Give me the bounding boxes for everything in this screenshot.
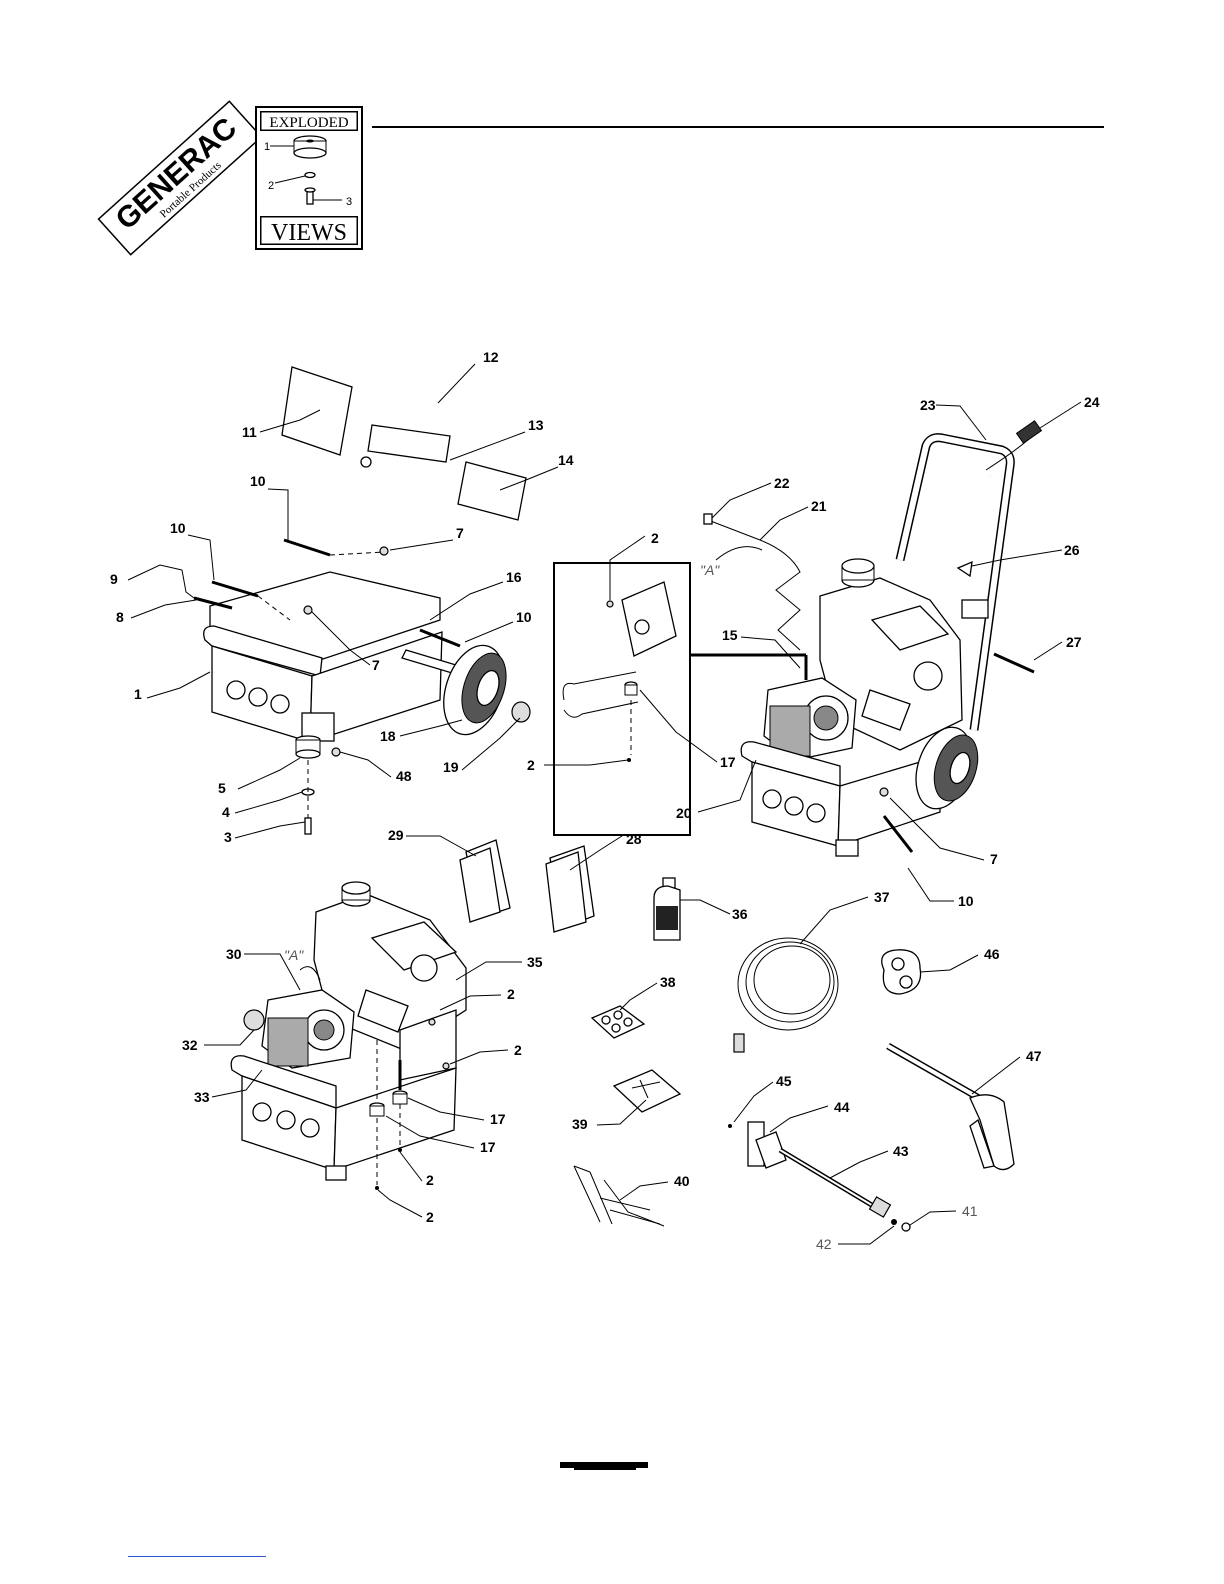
callout-38: 38 xyxy=(660,974,676,990)
badge-callout-1: 1 xyxy=(264,141,270,153)
badge-callout-2: 2 xyxy=(268,180,274,192)
callout-A-bottom: "A" xyxy=(284,947,304,963)
callout-17: 17 xyxy=(480,1139,496,1155)
callout-24: 24 xyxy=(1084,394,1100,410)
callout-10: 10 xyxy=(170,520,186,536)
logo-brand-text: GENERAC xyxy=(110,111,244,236)
callout-48: 48 xyxy=(396,768,412,784)
callout-13: 13 xyxy=(528,417,544,433)
callout-2: 2 xyxy=(426,1172,434,1188)
callout-7: 7 xyxy=(456,525,464,541)
callout-27: 27 xyxy=(1066,634,1082,650)
generac-logo: GENERAC Portable Products xyxy=(99,101,262,254)
callout-28: 28 xyxy=(626,831,642,847)
callout-45: 45 xyxy=(776,1073,792,1089)
callout-32: 32 xyxy=(182,1037,198,1053)
callout-2: 2 xyxy=(527,757,535,773)
callout-5: 5 xyxy=(218,780,226,796)
callout-18: 18 xyxy=(380,728,396,744)
callout-16: 16 xyxy=(506,569,522,585)
callout-36: 36 xyxy=(732,906,748,922)
badge-bottom-word: VIEWS xyxy=(271,220,347,246)
callout-29: 29 xyxy=(388,827,404,843)
callout-47: 47 xyxy=(1026,1048,1042,1064)
callout-19: 19 xyxy=(443,759,459,775)
footer-link-underline xyxy=(128,1556,266,1557)
badge-top-word: EXPLODED xyxy=(269,115,348,131)
callout-43: 43 xyxy=(893,1143,909,1159)
engine-pump-assembly xyxy=(231,882,466,1190)
callout-7: 7 xyxy=(372,657,380,673)
callout-2: 2 xyxy=(514,1042,522,1058)
callout-44: 44 xyxy=(834,1099,850,1115)
callout-40: 40 xyxy=(674,1173,690,1189)
callout-26: 26 xyxy=(1064,542,1080,558)
callout-42: 42 xyxy=(816,1236,832,1252)
callout-3: 3 xyxy=(224,829,232,845)
exploded-views-badge: EXPLODED VIEWS 1 2 3 xyxy=(256,107,362,249)
callout-17: 17 xyxy=(720,754,736,770)
callout-17: 17 xyxy=(490,1111,506,1127)
callout-2: 2 xyxy=(507,986,515,1002)
callout-46: 46 xyxy=(984,946,1000,962)
callout-35: 35 xyxy=(527,954,543,970)
callout-21: 21 xyxy=(811,498,827,514)
callout-22: 22 xyxy=(774,475,790,491)
callout-30: 30 xyxy=(226,946,242,962)
callout-11: 11 xyxy=(242,424,257,440)
frame-assembly xyxy=(182,360,530,834)
callout-7: 7 xyxy=(990,851,998,867)
badge-callout-3: 3 xyxy=(346,196,352,208)
callout-20: 20 xyxy=(676,805,692,821)
footer-bar-under xyxy=(574,1466,636,1470)
callout-1: 1 xyxy=(134,686,142,702)
accessories xyxy=(460,840,1014,1231)
callout-14: 14 xyxy=(558,452,574,468)
callout-9: 9 xyxy=(110,571,118,587)
callout-23: 23 xyxy=(920,397,936,413)
callout-10: 10 xyxy=(250,473,266,489)
callout-A-top: "A" xyxy=(700,562,720,578)
callout-33: 33 xyxy=(194,1089,210,1105)
callout-37: 37 xyxy=(874,889,890,905)
callout-4: 4 xyxy=(222,804,230,820)
callout-8: 8 xyxy=(116,609,124,625)
callout-2: 2 xyxy=(651,530,659,546)
callout-39: 39 xyxy=(572,1116,588,1132)
callout-2: 2 xyxy=(426,1209,434,1225)
callout-15: 15 xyxy=(722,627,738,643)
callout-41: 41 xyxy=(962,1203,978,1219)
callout-12: 12 xyxy=(483,349,499,365)
callout-10: 10 xyxy=(958,893,974,909)
callout-10: 10 xyxy=(516,609,532,625)
